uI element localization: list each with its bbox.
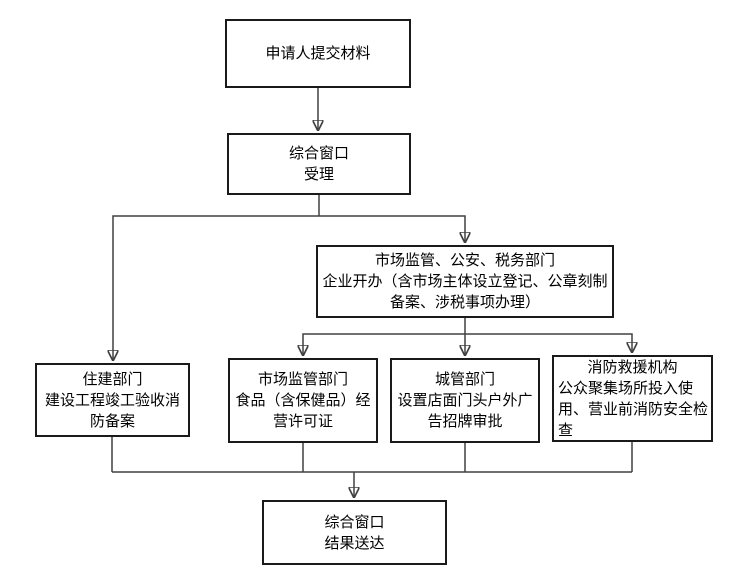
edge-window-to-housing [113, 215, 319, 360]
node-body: 受理 [303, 166, 334, 183]
node-applicant-submit: 申请人提交材料 [225, 19, 411, 88]
node-body: 设置店面门头户外广 告招牌审批 [397, 392, 533, 430]
node-title: 市场监管部门 [257, 371, 348, 388]
node-integrated-window-result: 综合窗口 结果送达 [262, 500, 447, 565]
node-title: 综合窗口 [288, 145, 349, 162]
node-title: 消防救援机构 [587, 358, 678, 376]
node-body: 食品（含保健品）经 营许可证 [235, 392, 371, 430]
node-body: 企业开办（含市场主体设立登记、公章刻制 备案、涉税事项办理） [322, 273, 608, 311]
node-integrated-window-accept: 综合窗口 受理 [227, 133, 411, 195]
node-title: 城管部门 [434, 371, 495, 388]
node-enterprise-setup: 市场监管、公安、税务部门 企业开办（含市场主体设立登记、公章刻制 备案、涉税事项… [316, 245, 614, 318]
node-body: 建设工程竣工验收消 防备案 [44, 391, 180, 430]
edge-window-to-enterprise [319, 215, 465, 242]
edge-enterprise-to-fire [465, 333, 632, 352]
edge-enterprise-to-market [303, 333, 465, 355]
node-fire-rescue: 消防救援机构 公众聚集场所投入使 用、营业前消防安全检 查 [552, 355, 713, 442]
node-title: 住建部门 [82, 370, 143, 388]
node-body: 结果送达 [324, 534, 385, 552]
node-market-regulation-dept: 市场监管部门 食品（含保健品）经 营许可证 [228, 358, 378, 443]
node-title: 综合窗口 [324, 513, 385, 531]
node-title: 申请人提交材料 [265, 45, 371, 62]
node-housing-dept: 住建部门 建设工程竣工验收消 防备案 [35, 363, 190, 437]
node-urban-mgmt-dept: 城管部门 设置店面门头户外广 告招牌审批 [390, 358, 540, 443]
node-body: 公众聚集场所投入使 用、营业前消防安全检 查 [558, 379, 709, 439]
node-title: 市场监管、公安、税务部门 [374, 252, 555, 269]
